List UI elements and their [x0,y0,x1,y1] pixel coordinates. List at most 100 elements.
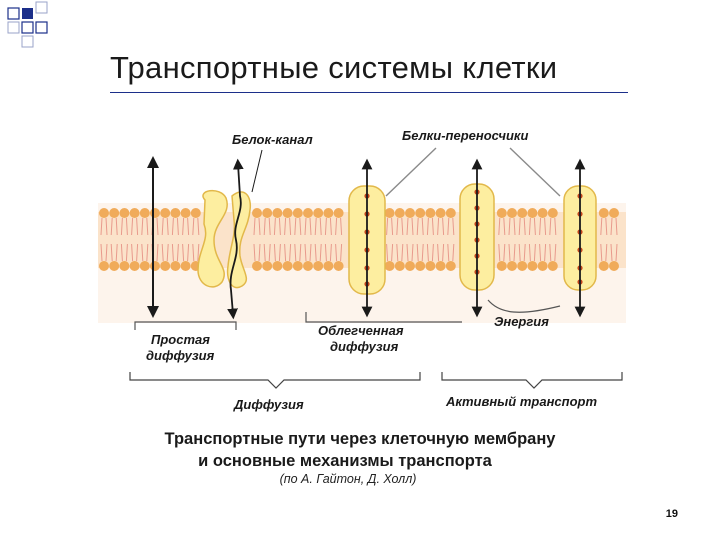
lipid-head [160,208,171,218]
lipid-tail [192,217,200,236]
lipid-head [527,261,538,271]
lipid-head [119,261,130,271]
lipid-head [292,208,303,218]
lipid-head [547,261,558,271]
lipid-tail [182,217,190,236]
lipid-tail [100,217,108,236]
lipid-head [252,208,262,218]
lipid-head [323,261,334,271]
lipid-head [333,261,344,271]
lipid-tail [294,217,302,236]
lipid-tail [539,243,547,262]
lipid-tail [498,243,506,262]
lipid-head [609,208,619,218]
lipid-tail [263,243,271,262]
lipid-head [119,208,130,218]
channel-protein-label: Белок-канал [232,132,313,147]
lipid-tail [406,217,414,236]
lipid-tail [192,243,200,262]
caption-line-2: и основные механизмы транспорта [198,452,492,470]
lipid-head [109,208,120,218]
lipid-head [445,208,456,218]
lipid-tail [386,217,394,236]
corner-squares-decoration [7,1,48,48]
carrier-pointer-1 [385,147,437,197]
lipid-tail [508,243,516,262]
active-transport-brace [441,372,623,389]
lipid-tail [406,243,414,262]
channel-arrow [227,158,244,320]
lipid-head [394,208,405,218]
lipid-head [129,261,140,271]
lipid-head [150,261,160,271]
diffusion-brace [129,372,421,389]
lipid-tail [426,217,434,236]
lipid-tail [528,217,536,236]
lipid-head [160,261,171,271]
facilitated-bracket [305,312,462,323]
lipid-tail [284,217,292,236]
lipid-tail [253,243,261,262]
caption-line-1: Транспортные пути через клеточную мембра… [164,430,556,448]
lipid-head [609,261,619,271]
lipid-head [139,261,150,271]
lipid-tail [120,243,128,262]
lipid-tail [396,243,404,262]
lipid-tail [386,243,394,262]
lipid-head [313,261,324,271]
lipid-head [394,261,405,271]
lipid-head [170,208,181,218]
lipid-tail [182,243,190,262]
lipid-tail [324,217,332,236]
lipid-head [129,208,140,218]
lipid-tail [120,217,128,236]
lipid-head [313,208,324,218]
lipid-head [180,208,191,218]
lipid-head [323,208,334,218]
lipid-tail [284,243,292,262]
lipid-tail [396,217,404,236]
lipid-tail [549,243,557,262]
lipid-head [527,208,538,218]
lipid-tail [110,217,118,236]
energy-label: Энергия [494,314,549,329]
lipid-head [507,208,517,218]
lipid-tail [324,243,332,262]
lipid-head [547,208,558,218]
channel-pointer [251,149,263,193]
lipid-tail [498,217,506,236]
lipid-head [384,261,395,271]
title-underline [110,92,628,93]
lipid-tail [508,217,516,236]
lipid-head [99,208,109,218]
lipid-tail [528,243,536,262]
lipid-tail [161,217,169,236]
lipid-tail [549,217,557,236]
lipid-tail [335,217,343,236]
lipid-head [303,261,313,271]
lipid-tail [304,243,312,262]
lipid-tail [600,243,608,262]
lipid-head [537,208,548,218]
lipid-head [252,261,262,271]
diffusion-label: Диффузия [233,397,304,412]
lipid-tail [335,243,343,262]
lipid-tail [518,217,526,236]
lipid-tail [171,243,179,262]
lipid-tail [426,243,434,262]
lipid-head [405,261,415,271]
lipid-head [425,261,436,271]
lipid-tail [263,217,271,236]
lipid-head [425,208,436,218]
lipid-tail [304,217,312,236]
lipid-tail [131,217,139,236]
lipid-head [333,208,344,218]
lipid-tail [600,217,608,236]
lipid-tail [273,243,281,262]
facilitated-diffusion-label-1: Облегченная [318,323,404,338]
lipid-tail [314,217,322,236]
lipid-head [496,208,507,218]
lipid-head [282,261,293,271]
lipid-head [282,208,293,218]
